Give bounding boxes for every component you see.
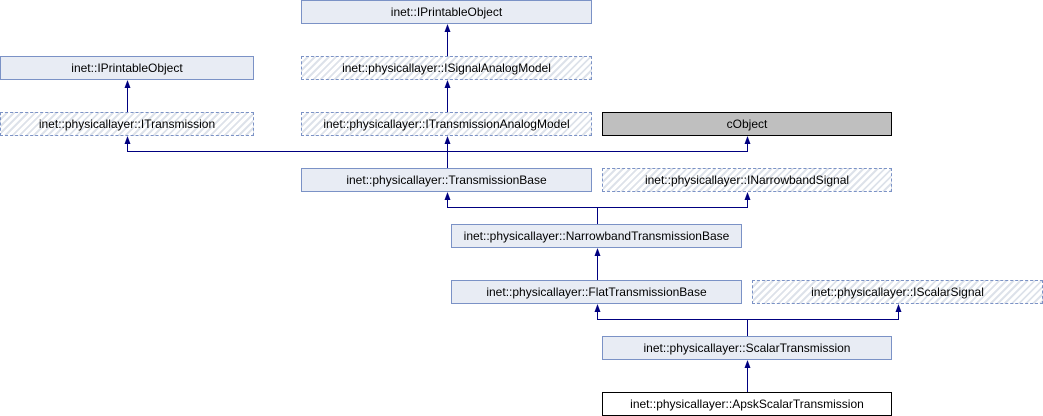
inheritance-edge <box>747 310 899 336</box>
class-node-apsk-scalar[interactable]: inet::physicallayer::ApskScalarTransmiss… <box>602 392 892 416</box>
class-node-transmission-base[interactable]: inet::physicallayer::TransmissionBase <box>301 168 592 192</box>
arrowhead-icon <box>594 248 601 256</box>
class-label: inet::physicallayer::ITransmissionAnalog… <box>323 117 570 131</box>
class-node-itransmission[interactable]: inet::physicallayer::ITransmission <box>0 112 254 136</box>
class-label: inet::physicallayer::ScalarTransmission <box>643 341 851 355</box>
class-node-scalar-transmission[interactable]: inet::physicallayer::ScalarTransmission <box>602 336 892 360</box>
arrowhead-icon <box>124 80 131 88</box>
class-node-narrowband-base[interactable]: inet::physicallayer::NarrowbandTransmiss… <box>451 224 742 248</box>
class-label: inet::physicallayer::INarrowbandSignal <box>644 173 850 187</box>
arrowhead-icon <box>744 360 751 368</box>
inheritance-edge <box>447 142 748 168</box>
arrowhead-icon <box>744 136 751 144</box>
arrowhead-icon <box>744 192 751 200</box>
class-label: inet::physicallayer::TransmissionBase <box>346 173 547 187</box>
class-label: inet::physicallayer::NarrowbandTransmiss… <box>463 229 730 243</box>
class-label: inet::physicallayer::IScalarSignal <box>811 285 984 299</box>
class-label: inet::IPrintableObject <box>71 61 183 75</box>
class-node-itransmission-analog[interactable]: inet::physicallayer::ITransmissionAnalog… <box>301 112 592 136</box>
arrowhead-icon <box>124 136 131 144</box>
class-node-flat-base[interactable]: inet::physicallayer::FlatTransmissionBas… <box>451 280 742 304</box>
class-label: inet::physicallayer::FlatTransmissionBas… <box>486 285 707 299</box>
inheritance-edge <box>597 198 748 224</box>
class-label: cObject <box>726 117 768 131</box>
arrowhead-icon <box>594 304 601 312</box>
inheritance-edge <box>597 310 748 336</box>
arrowhead-icon <box>444 80 451 88</box>
class-node-cobject[interactable]: cObject <box>602 112 892 136</box>
class-node-printable-top[interactable]: inet::IPrintableObject <box>301 0 592 24</box>
class-label: inet::IPrintableObject <box>390 5 503 19</box>
class-label: inet::physicallayer::ITransmission <box>38 117 216 131</box>
class-node-iscalar[interactable]: inet::physicallayer::IScalarSignal <box>752 280 1043 304</box>
class-node-isignal-analog[interactable]: inet::physicallayer::ISignalAnalogModel <box>301 56 592 80</box>
class-node-inarrowband[interactable]: inet::physicallayer::INarrowbandSignal <box>602 168 892 192</box>
inheritance-edge <box>447 198 598 224</box>
class-label: inet::physicallayer::ISignalAnalogModel <box>342 61 551 75</box>
inheritance-edge <box>127 142 448 168</box>
class-label: inet::physicallayer::ApskScalarTransmiss… <box>630 397 864 411</box>
arrowhead-icon <box>895 304 902 312</box>
class-node-printable-left[interactable]: inet::IPrintableObject <box>0 56 254 80</box>
arrowhead-icon <box>444 136 451 144</box>
arrowhead-icon <box>444 24 451 32</box>
arrowhead-icon <box>444 192 451 200</box>
